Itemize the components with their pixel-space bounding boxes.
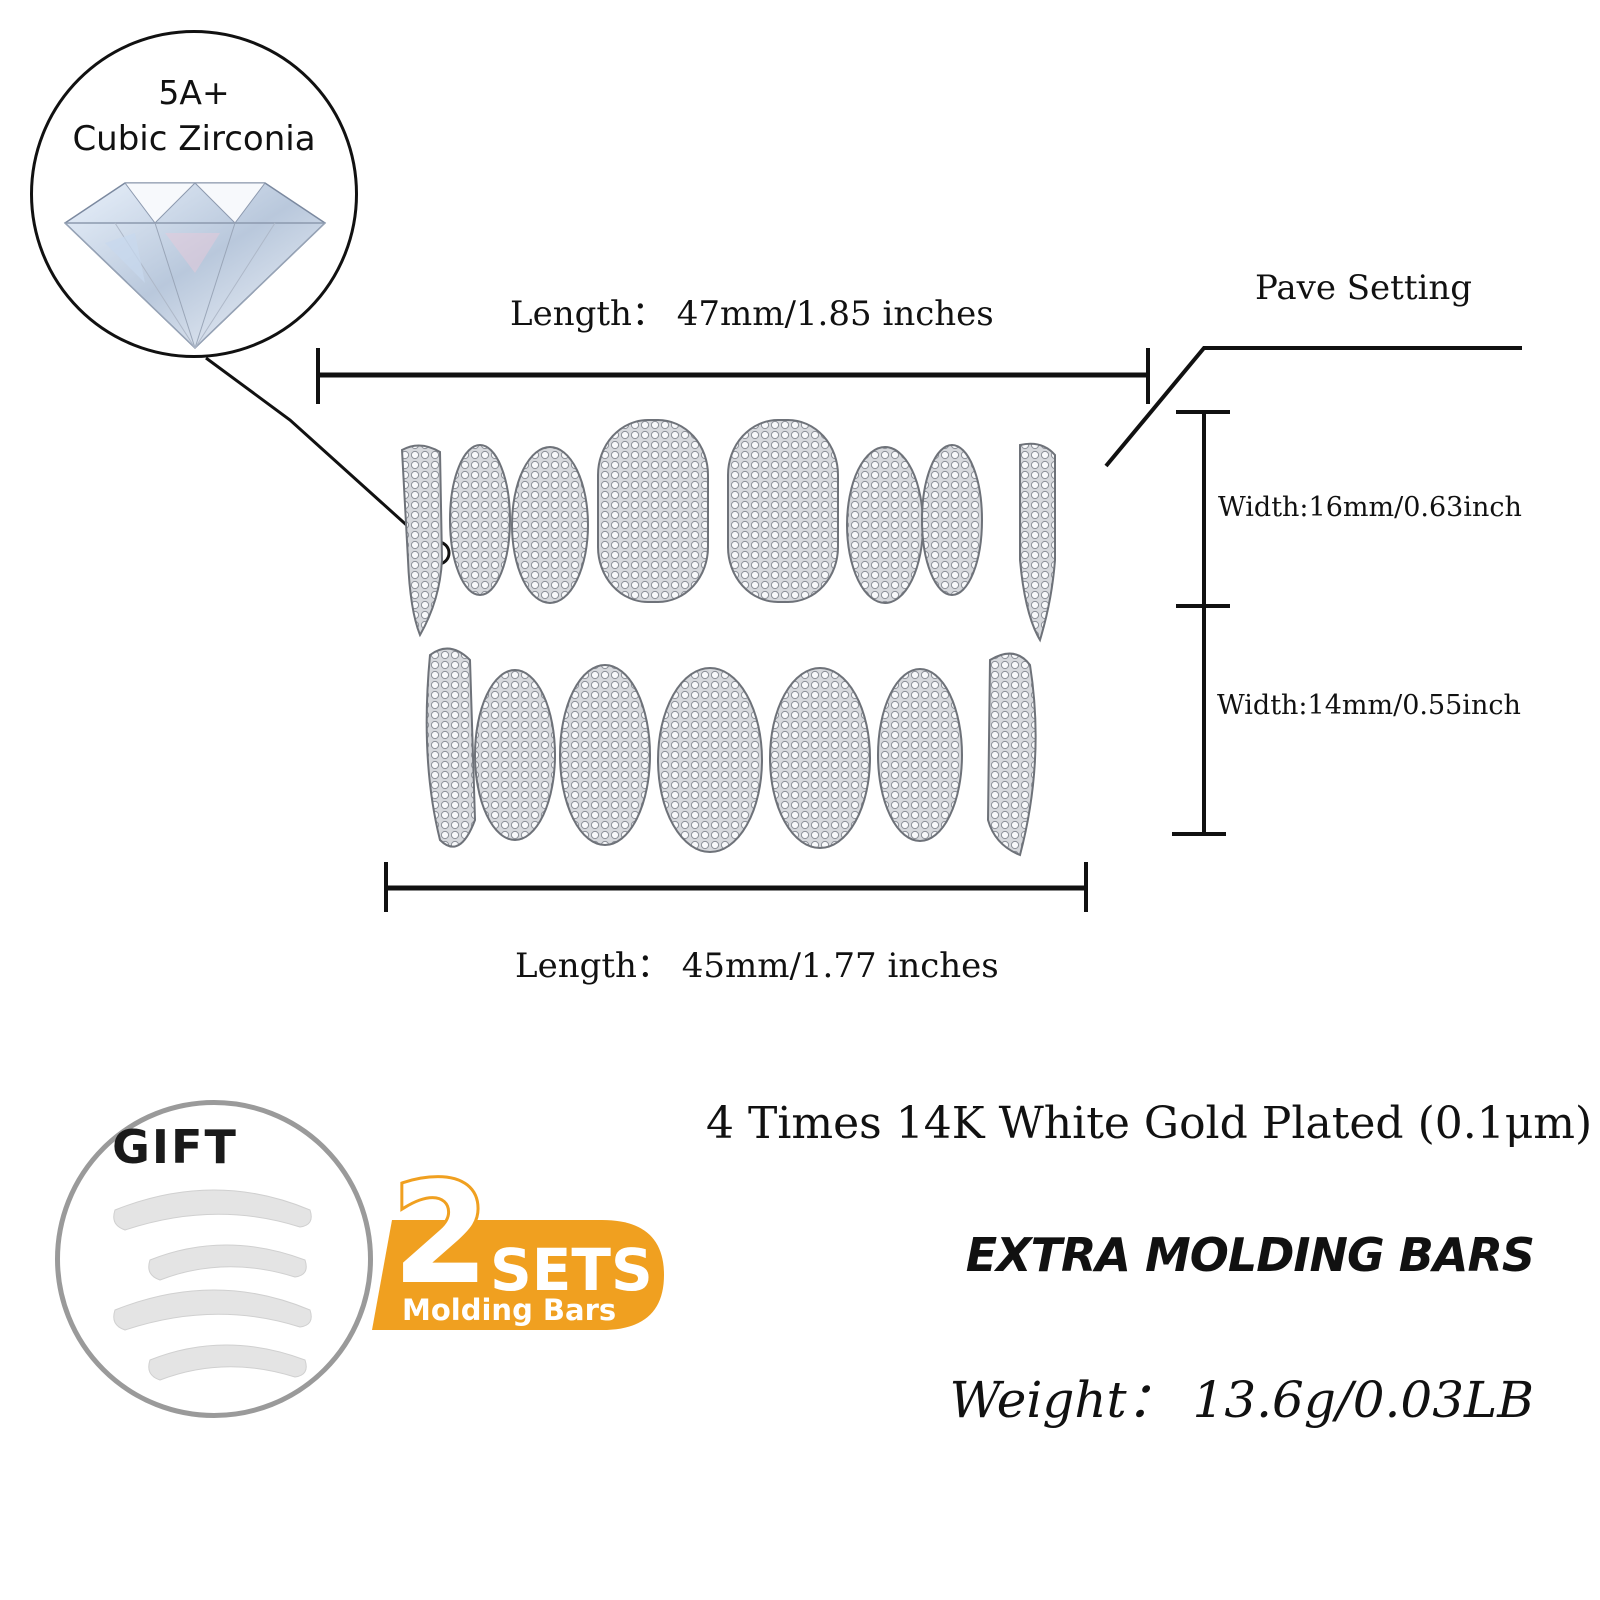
pave-setting-label: Pave Setting bbox=[1255, 268, 1473, 308]
diamond-icon bbox=[63, 182, 327, 350]
molding-bars-icon bbox=[113, 1189, 312, 1381]
bottom-width-label: Width:14mm/0.55inch bbox=[1217, 690, 1521, 721]
grillz-image bbox=[400, 419, 1056, 857]
badge-number: 2 bbox=[392, 1153, 489, 1316]
two-sets-badge: 2 SETS Molding Bars bbox=[372, 1150, 664, 1330]
stone-callout: 5A+ Cubic Zirconia bbox=[30, 30, 358, 358]
gift-label: GIFT bbox=[112, 1120, 238, 1174]
stone-grade: 5A+ bbox=[158, 73, 230, 112]
plating-spec: 4 Times 14K White Gold Plated (0.1μm) bbox=[706, 1098, 1593, 1149]
badge-sets: SETS bbox=[490, 1236, 653, 1304]
extra-molding-bars-heading: EXTRA MOLDING BARS bbox=[965, 1228, 1535, 1282]
bottom-length-label: Length： 45mm/1.77 inches bbox=[515, 946, 999, 986]
badge-subtitle: Molding Bars bbox=[402, 1293, 616, 1327]
stone-name: Cubic Zirconia bbox=[72, 119, 316, 159]
top-width-label: Width:16mm/0.63inch bbox=[1218, 492, 1522, 523]
top-length-label: Length： 47mm/1.85 inches bbox=[510, 294, 994, 334]
weight-spec: Weight： 13.6g/0.03LB bbox=[949, 1371, 1534, 1429]
